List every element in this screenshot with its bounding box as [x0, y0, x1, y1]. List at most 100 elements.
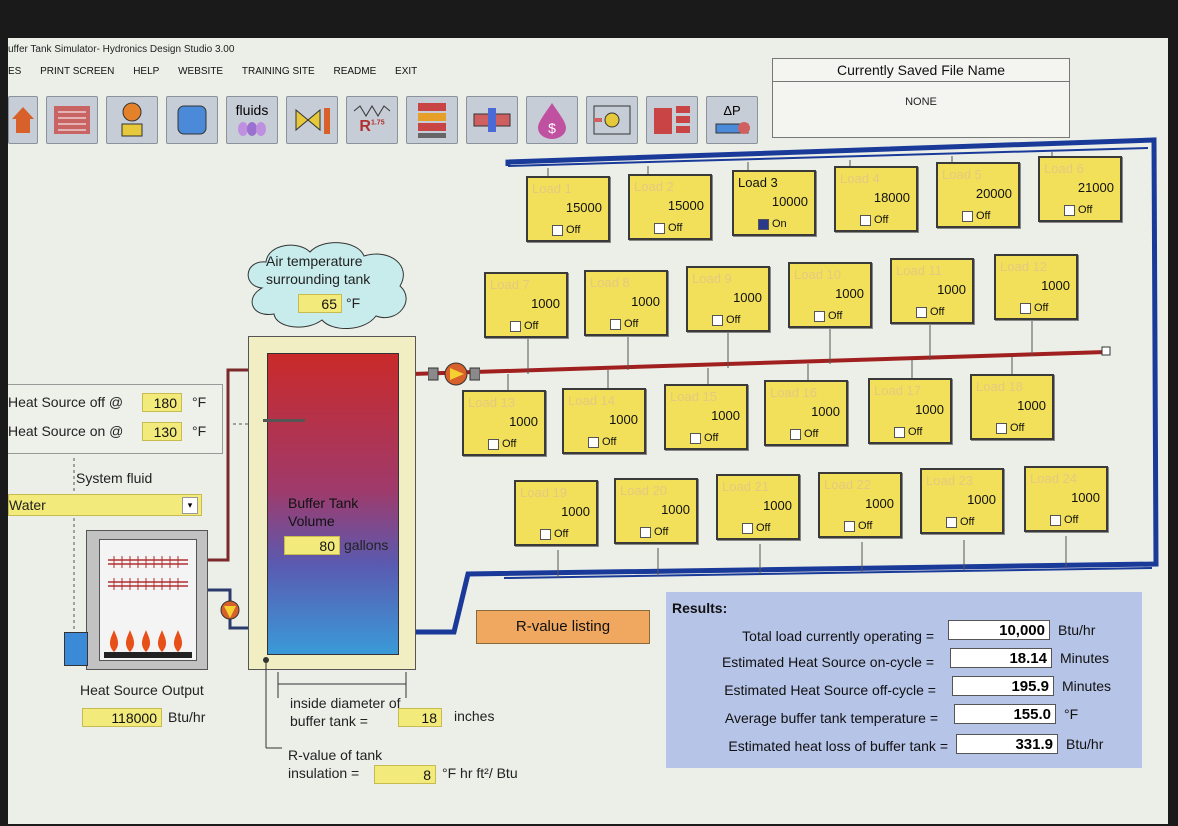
load-name: Load 4 — [840, 171, 880, 186]
toolbar-pump-button[interactable] — [106, 96, 158, 144]
load-name: Load 2 — [634, 179, 674, 194]
load-toggle[interactable]: Off — [946, 516, 974, 528]
load-card-18[interactable]: Load 18 1000 Off — [970, 374, 1054, 440]
toolbar-pressure-drop-button[interactable]: ΔP — [706, 96, 758, 144]
load-card-8[interactable]: Load 8 1000 Off — [584, 270, 668, 336]
heat-source-off-input[interactable]: 180 — [142, 393, 182, 412]
diameter-input[interactable]: 18 — [398, 708, 442, 727]
load-toggle[interactable]: Off — [996, 422, 1024, 434]
diameter-label: inside diameter of buffer tank = — [290, 695, 401, 729]
toolbar-radiant-button[interactable] — [46, 96, 98, 144]
load-card-13[interactable]: Load 13 1000 Off — [462, 390, 546, 456]
load-card-6[interactable]: Load 6 21000 Off — [1038, 156, 1122, 222]
load-toggle[interactable]: Off — [916, 306, 944, 318]
load-card-9[interactable]: Load 9 1000 Off — [686, 266, 770, 332]
buffer-tank-volume-input[interactable]: 80 — [284, 536, 340, 555]
load-card-17[interactable]: Load 17 1000 Off — [868, 378, 952, 444]
menu-print-screen[interactable]: PRINT SCREEN — [40, 66, 115, 77]
toolbar-heat-exchanger-button[interactable] — [406, 96, 458, 144]
air-temperature-label: Air temperature surrounding tank — [266, 253, 371, 287]
load-card-19[interactable]: Load 19 1000 Off — [514, 480, 598, 546]
load-value: 1000 — [1071, 490, 1100, 505]
toolbar-cost-button[interactable]: $ — [526, 96, 578, 144]
menu-readme[interactable]: README — [333, 66, 377, 77]
load-toggle[interactable]: Off — [488, 438, 516, 450]
toolbar-rvalue-button[interactable]: R1.75 — [346, 96, 398, 144]
result-off-cycle-unit: Minutes — [1062, 678, 1112, 694]
load-toggle[interactable]: Off — [742, 522, 770, 534]
load-name: Load 5 — [942, 167, 982, 182]
load-value: 1000 — [733, 290, 762, 305]
load-card-12[interactable]: Load 12 1000 Off — [994, 254, 1078, 320]
load-toggle[interactable]: Off — [640, 526, 668, 538]
load-toggle[interactable]: Off — [814, 310, 842, 322]
system-fluid-select[interactable]: Water ▾ — [8, 494, 202, 516]
load-toggle[interactable]: On — [758, 218, 787, 230]
load-toggle[interactable]: Off — [610, 318, 638, 330]
load-toggle[interactable]: Off — [790, 428, 818, 440]
load-card-5[interactable]: Load 5 20000 Off — [936, 162, 1020, 228]
load-card-7[interactable]: Load 7 1000 Off — [484, 272, 568, 338]
load-card-15[interactable]: Load 15 1000 Off — [664, 384, 748, 450]
heat-source-output-input[interactable]: 118000 — [82, 708, 162, 727]
chevron-down-icon[interactable]: ▾ — [182, 497, 198, 514]
system-fluid-label: System fluid — [76, 470, 153, 486]
load-value: 1000 — [937, 282, 966, 297]
menu-exit[interactable]: EXIT — [395, 66, 418, 77]
load-toggle[interactable]: Off — [962, 210, 990, 222]
load-toggle[interactable]: Off — [588, 436, 616, 448]
load-value: 15000 — [667, 198, 704, 213]
menu-files[interactable]: ES — [8, 66, 22, 77]
gas-valve — [64, 632, 88, 666]
load-value: 1000 — [865, 496, 894, 511]
load-card-1[interactable]: Load 1 15000 Off — [526, 176, 610, 242]
heat-source-on-input[interactable]: 130 — [142, 422, 182, 441]
load-card-24[interactable]: Load 24 1000 Off — [1024, 466, 1108, 532]
load-toggle[interactable]: Off — [540, 528, 568, 540]
rvalue-input[interactable]: 8 — [374, 765, 436, 784]
load-value: 1000 — [711, 408, 740, 423]
diameter-unit: inches — [454, 708, 495, 724]
menu-help[interactable]: HELP — [133, 66, 160, 77]
toolbar-home-button[interactable] — [8, 96, 38, 144]
load-value: 1000 — [531, 296, 560, 311]
load-toggle[interactable]: Off — [690, 432, 718, 444]
air-temperature-input[interactable]: 65 — [298, 294, 342, 313]
load-card-22[interactable]: Load 22 1000 Off — [818, 472, 902, 538]
load-card-10[interactable]: Load 10 1000 Off — [788, 262, 872, 328]
load-toggle[interactable]: Off — [510, 320, 538, 332]
toolbar-pipe-button[interactable] — [466, 96, 518, 144]
load-toggle[interactable]: Off — [654, 222, 682, 234]
load-toggle[interactable]: Off — [894, 426, 922, 438]
menu-training-site[interactable]: TRAINING SITE — [241, 66, 315, 77]
buffer-tank-volume-unit: gallons — [344, 537, 389, 553]
load-card-11[interactable]: Load 11 1000 Off — [890, 258, 974, 324]
menu-website[interactable]: WEBSITE — [178, 66, 224, 77]
load-toggle[interactable]: Off — [844, 520, 872, 532]
load-toggle[interactable]: Off — [712, 314, 740, 326]
load-card-20[interactable]: Load 20 1000 Off — [614, 478, 698, 544]
toolbar-fluids-button[interactable]: fluids — [226, 96, 278, 144]
rvalue-listing-button[interactable]: R-value listing — [476, 610, 650, 644]
load-toggle[interactable]: Off — [1050, 514, 1078, 526]
load-toggle[interactable]: Off — [1064, 204, 1092, 216]
load-card-23[interactable]: Load 23 1000 Off — [920, 468, 1004, 534]
toolbar-valve-button[interactable] — [286, 96, 338, 144]
result-heat-loss-value: 331.9 — [956, 734, 1058, 754]
toolbar-tank-button[interactable] — [166, 96, 218, 144]
load-card-16[interactable]: Load 16 1000 Off — [764, 380, 848, 446]
load-card-14[interactable]: Load 14 1000 Off — [562, 388, 646, 454]
load-toggle[interactable]: Off — [1020, 302, 1048, 314]
load-toggle[interactable]: Off — [552, 224, 580, 236]
manifold-icon — [654, 106, 690, 134]
load-card-21[interactable]: Load 21 1000 Off — [716, 474, 800, 540]
load-card-2[interactable]: Load 2 15000 Off — [628, 174, 712, 240]
menu-bar: ES PRINT SCREEN HELP WEBSITE TRAINING SI… — [8, 66, 433, 77]
load-value: 1000 — [811, 404, 840, 419]
load-card-3[interactable]: Load 3 10000 On — [732, 170, 816, 236]
load-toggle[interactable]: Off — [860, 214, 888, 226]
toolbar-piping-button[interactable] — [586, 96, 638, 144]
load-card-4[interactable]: Load 4 18000 Off — [834, 166, 918, 232]
load-name: Load 8 — [590, 275, 630, 290]
toolbar-manifold-button[interactable] — [646, 96, 698, 144]
